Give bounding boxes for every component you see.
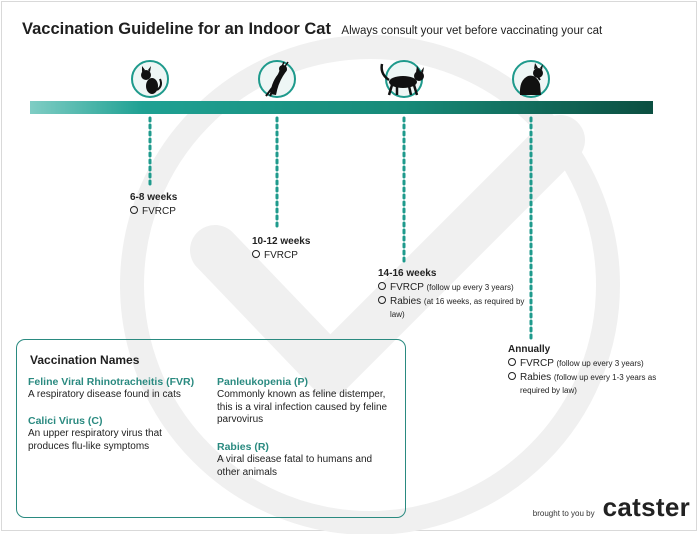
stage-6-8-weeks: 6-8 weeks FVRCP <box>130 191 177 218</box>
branding: brought to you by catster <box>533 492 690 523</box>
vaccine-definition-name: Rabies (R) <box>217 441 269 453</box>
vaccination-names-box: Vaccination Names Feline Viral Rhinotrac… <box>16 339 406 518</box>
vaccine-item: Rabies (follow up every 1-3 years as req… <box>508 371 668 397</box>
checkbox-circle-icon <box>130 206 138 214</box>
stage-14-16-weeks: 14-16 weeks FVRCP (follow up every 3 yea… <box>378 267 528 321</box>
checkbox-circle-icon <box>508 358 516 366</box>
timeline-bar <box>30 101 653 114</box>
stage-period: 6-8 weeks <box>130 192 178 203</box>
vaccine-note: (at 16 weeks, as required by law) <box>390 297 525 319</box>
header: Vaccination Guideline for an Indoor Cat … <box>22 20 602 39</box>
kitten-sitting-icon <box>131 60 169 98</box>
checkbox-circle-icon <box>378 282 386 290</box>
stage-annually: Annually FVRCP (follow up every 3 years)… <box>508 343 668 397</box>
vaccine-definition: Rabies (R) A viral disease fatal to huma… <box>217 440 392 479</box>
vaccine-definition: Feline Viral Rhinotracheitis (FVR) A res… <box>28 375 218 402</box>
checkbox-circle-icon <box>378 296 386 304</box>
vaccine-note: (follow up every 1-3 years as required b… <box>520 373 657 395</box>
vaccine-definition-desc: A respiratory disease found in cats <box>28 389 181 400</box>
vaccine-definition-desc: An upper respiratory virus that produces… <box>28 428 162 452</box>
checkbox-circle-icon <box>508 372 516 380</box>
vaccine-definition: Calici Virus (C) An upper respiratory vi… <box>28 414 203 453</box>
vaccine-definition-desc: Commonly known as feline distemper, this… <box>217 389 388 425</box>
vaccine-item: Rabies (at 16 weeks, as required by law) <box>378 295 528 321</box>
vaccine-definition: Panleukopenia (P) Commonly known as feli… <box>217 375 392 427</box>
vaccine-name: FVRCP <box>520 358 554 369</box>
stage-10-12-weeks: 10-12 weeks FVRCP <box>252 235 310 262</box>
checkbox-circle-icon <box>252 250 260 258</box>
stage-period: 14-16 weeks <box>378 268 437 279</box>
vaccine-note: (follow up every 3 years) <box>556 359 644 368</box>
stage-period: 10-12 weeks <box>252 236 311 247</box>
stage-period: Annually <box>508 344 551 355</box>
vaccine-item: FVRCP (follow up every 3 years) <box>508 357 668 370</box>
vaccine-name: FVRCP <box>264 250 298 261</box>
vaccine-definition-desc: A viral disease fatal to humans and othe… <box>217 454 373 478</box>
vaccine-name: FVRCP <box>390 282 424 293</box>
vaccine-item: FVRCP (follow up every 3 years) <box>378 281 528 294</box>
page-subtitle: Always consult your vet before vaccinati… <box>341 25 603 37</box>
vaccine-definition-name: Panleukopenia (P) <box>217 376 309 388</box>
vaccine-name: Rabies <box>390 296 422 307</box>
brought-to-you-by: brought to you by <box>532 509 595 518</box>
vaccination-names-title: Vaccination Names <box>30 353 140 367</box>
vaccine-item: FVRCP <box>130 205 177 218</box>
vaccine-name: Rabies <box>520 372 552 383</box>
cat-grooming-icon <box>512 60 550 98</box>
cat-walking-icon <box>380 60 424 98</box>
kitten-jumping-icon <box>258 60 296 98</box>
page-title: Vaccination Guideline for an Indoor Cat <box>22 20 331 38</box>
vaccine-definition-name: Feline Viral Rhinotracheitis (FVR) <box>28 376 195 388</box>
vaccine-name: FVRCP <box>142 206 176 217</box>
vaccine-item: FVRCP <box>252 249 310 262</box>
catster-logo[interactable]: catster <box>602 492 690 522</box>
vaccine-definition-name: Calici Virus (C) <box>28 415 103 427</box>
vaccine-note: (follow up every 3 years) <box>426 283 514 292</box>
